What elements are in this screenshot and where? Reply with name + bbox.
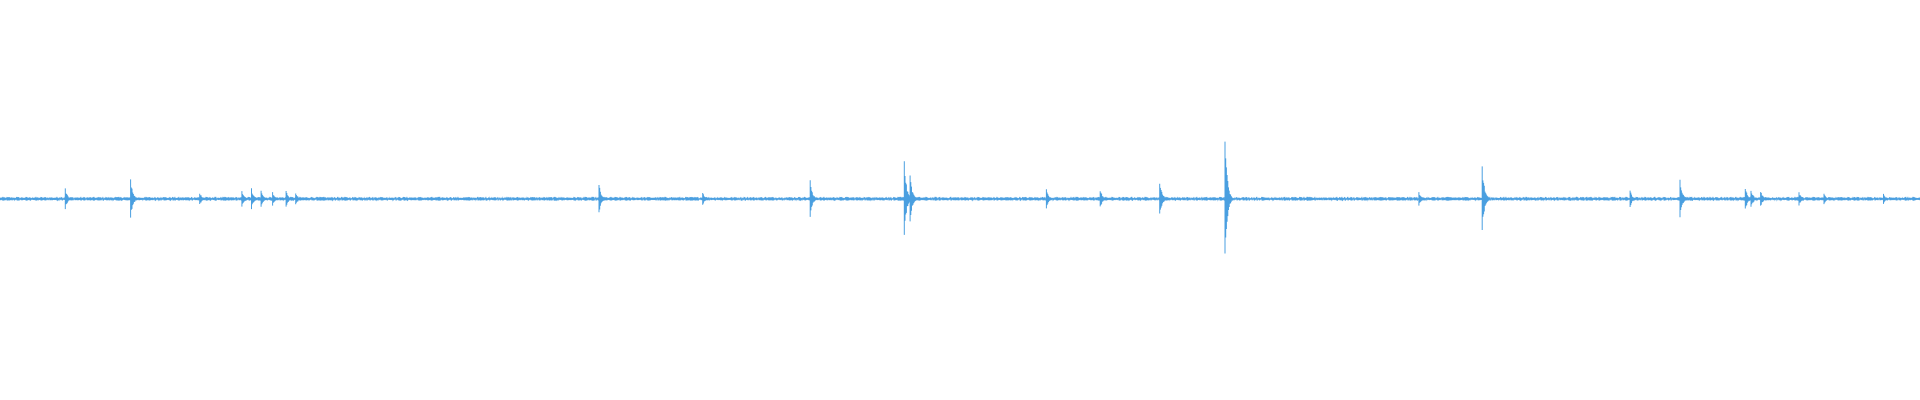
waveform-spike <box>1418 192 1426 206</box>
waveform-spike <box>1750 190 1758 207</box>
waveform-spike <box>199 193 207 204</box>
waveform-spike <box>285 191 293 207</box>
waveform-spike <box>702 193 710 205</box>
waveform-spike <box>909 175 917 222</box>
waveform-spike <box>1823 193 1831 205</box>
waveform-spike <box>1629 190 1637 207</box>
waveform-baseline <box>0 196 1920 202</box>
waveform-spike <box>1159 183 1167 214</box>
waveform-spike <box>1045 189 1054 209</box>
waveform-spike <box>64 188 73 210</box>
waveform-spike <box>251 188 259 210</box>
waveform-spike <box>272 192 280 206</box>
waveform-spike <box>1798 192 1806 206</box>
waveform-spike <box>1224 141 1232 254</box>
waveform-spike <box>260 190 268 207</box>
waveform-spike <box>809 180 817 217</box>
waveform-spike <box>1481 166 1489 230</box>
waveform-spike <box>1760 192 1768 206</box>
waveform-spike <box>241 191 249 207</box>
waveform-spike <box>1883 193 1891 204</box>
waveform-spike <box>1099 191 1107 207</box>
waveform-spike <box>295 193 303 205</box>
waveform-spike <box>1679 179 1687 218</box>
waveform-spike <box>130 179 138 218</box>
waveform-spike <box>598 185 606 213</box>
